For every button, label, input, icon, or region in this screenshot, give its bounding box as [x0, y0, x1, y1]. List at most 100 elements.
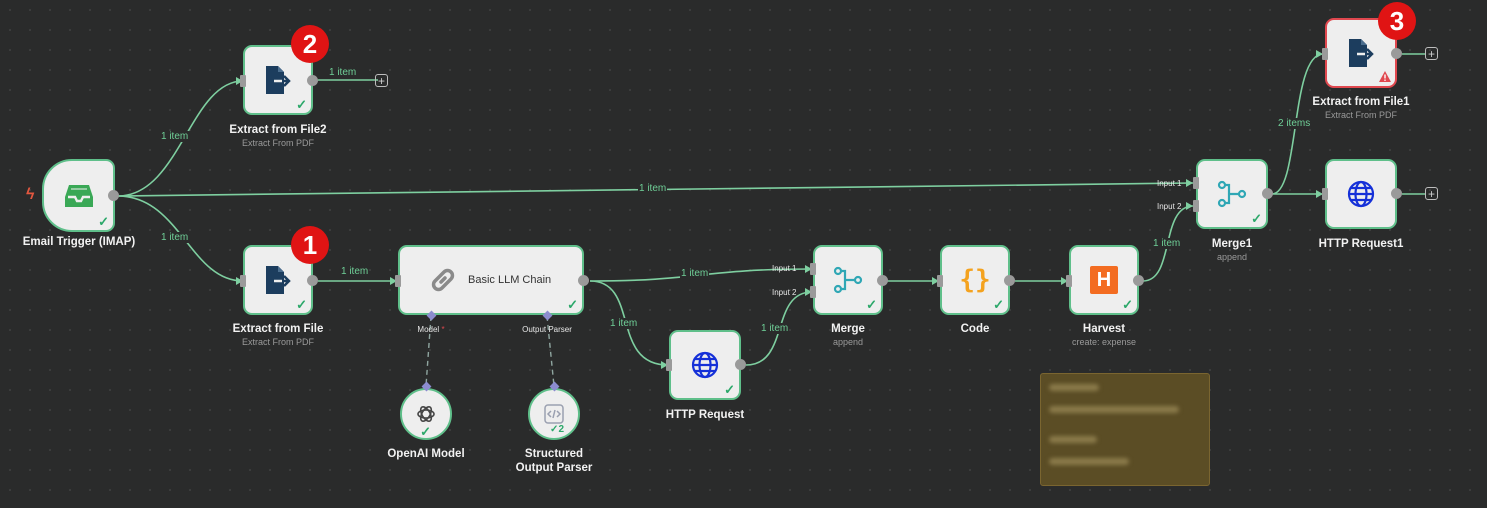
output-port[interactable] — [307, 275, 318, 286]
node-label-code: Code — [960, 323, 990, 335]
node-label-http-request1: HTTP Request1 — [1318, 238, 1404, 250]
input-port[interactable] — [1322, 48, 1328, 60]
success-check-icon: ✓ — [420, 424, 431, 439]
output-port[interactable] — [578, 275, 589, 286]
edge-label-llm-merge: 1 item — [680, 268, 710, 279]
annotation-badge-3: 3 — [1378, 2, 1416, 40]
input-port-2[interactable] — [1193, 200, 1199, 212]
output-port[interactable] — [1262, 188, 1273, 199]
braces-icon: {} — [959, 265, 991, 295]
harvest-icon: H — [1090, 266, 1118, 294]
node-label-email-trigger: Email Trigger (IMAP) — [22, 236, 136, 248]
edge-label-trigger-file2: 1 item — [160, 131, 190, 142]
merge-input2-label: Input 2 — [772, 288, 797, 297]
edge-label-llm-http: 1 item — [609, 318, 639, 329]
node-label-parser-line2: Output Parser — [515, 462, 593, 474]
node-label-http-request: HTTP Request — [665, 409, 745, 421]
output-port[interactable] — [1391, 188, 1402, 199]
success-check-icon: ✓ — [567, 297, 578, 312]
openai-icon — [417, 405, 435, 423]
success-check-icon: ✓ — [866, 297, 877, 312]
output-port[interactable] — [307, 75, 318, 86]
output-port[interactable] — [735, 359, 746, 370]
merge-input1-label: Input 1 — [772, 264, 797, 273]
file-export-icon — [266, 266, 291, 294]
edge-label-file-llm: 1 item — [340, 266, 370, 277]
input-port[interactable] — [666, 359, 672, 371]
sticky-note[interactable] — [1040, 373, 1210, 486]
output-port[interactable] — [1133, 275, 1144, 286]
node-label-merge1: Merge1 — [1211, 238, 1253, 250]
node-openai-model[interactable]: ✓ — [400, 388, 452, 440]
warning-icon — [1379, 71, 1391, 82]
globe-icon — [1347, 180, 1375, 208]
node-merge1[interactable]: ✓ — [1196, 159, 1268, 229]
merge1-input2-label: Input 2 — [1157, 202, 1182, 211]
annotation-badge-1: 1 — [291, 226, 329, 264]
input-port[interactable] — [1066, 275, 1072, 287]
node-label-openai-model: OpenAI Model — [387, 448, 465, 460]
file-export-icon — [1349, 39, 1374, 67]
input-port-2[interactable] — [810, 286, 816, 298]
edge-label-harvest-merge1: 1 item — [1152, 238, 1182, 249]
node-email-trigger[interactable]: ✓ — [42, 159, 115, 232]
success-check-icon: ✓ — [1122, 297, 1133, 312]
node-subtitle-merge1: append — [1216, 252, 1248, 262]
node-label-merge: Merge — [831, 323, 865, 335]
node-label-harvest: Harvest — [1082, 323, 1126, 335]
node-http-request1[interactable] — [1325, 159, 1397, 229]
input-port[interactable] — [1322, 188, 1328, 200]
node-subtitle-merge: append — [832, 337, 864, 347]
node-code[interactable]: {} ✓ — [940, 245, 1010, 315]
add-node-button[interactable]: + — [375, 74, 388, 87]
edge-label-trigger-merge1: 1 item — [638, 183, 668, 194]
input-port-1[interactable] — [1193, 177, 1199, 189]
edge-label-merge1-file1: 2 items — [1277, 118, 1312, 129]
success-check-icon: ✓ — [98, 214, 109, 229]
globe-icon — [691, 351, 719, 379]
node-merge[interactable]: ✓ — [813, 245, 883, 315]
input-port[interactable] — [937, 275, 943, 287]
success-check-icon: ✓ — [724, 382, 735, 397]
node-http-request[interactable]: ✓ — [669, 330, 741, 400]
node-basic-llm-chain[interactable]: Basic LLM Chain ✓ — [398, 245, 584, 315]
edge-label-http-merge: 1 item — [760, 323, 790, 334]
merge-icon — [833, 266, 863, 294]
node-title-llm-chain: Basic LLM Chain — [468, 274, 552, 286]
output-port[interactable] — [108, 190, 119, 201]
parser-port-label: Output Parser — [522, 325, 572, 334]
merge-icon — [1217, 180, 1247, 208]
input-port[interactable] — [395, 275, 401, 287]
model-port-label: Model * — [417, 325, 445, 334]
file-export-icon — [266, 66, 291, 94]
node-subtitle-extract-file2: Extract From PDF — [241, 138, 315, 148]
success-check-icon: ✓ — [993, 297, 1004, 312]
node-subtitle-extract-file: Extract From PDF — [241, 337, 315, 347]
inbox-icon — [64, 184, 93, 207]
node-label-extract-file1: Extract from File1 — [1312, 96, 1410, 108]
add-node-button[interactable]: + — [1425, 47, 1438, 60]
node-label-extract-file2: Extract from File2 — [229, 124, 327, 136]
link-icon — [431, 268, 455, 292]
output-port[interactable] — [877, 275, 888, 286]
node-subtitle-extract-file1: Extract From PDF — [1324, 110, 1398, 120]
edge-label-file2-out: 1 item — [328, 67, 358, 78]
code-icon — [544, 404, 564, 424]
annotation-badge-2: 2 — [291, 25, 329, 63]
node-subtitle-harvest: create: expense — [1071, 337, 1137, 347]
node-label-extract-file: Extract from File — [232, 323, 324, 335]
add-node-button[interactable]: + — [1425, 187, 1438, 200]
success-check-icon: ✓ — [296, 297, 307, 312]
node-harvest[interactable]: H ✓ — [1069, 245, 1139, 315]
trigger-bolt-icon: ϟ — [26, 186, 35, 203]
success-check-icon: ✓ — [296, 97, 307, 112]
output-port[interactable] — [1391, 48, 1402, 59]
input-port[interactable] — [240, 75, 246, 87]
merge1-input1-label: Input 1 — [1157, 179, 1182, 188]
output-port[interactable] — [1004, 275, 1015, 286]
input-port[interactable] — [240, 275, 246, 287]
input-port-1[interactable] — [810, 263, 816, 275]
edge-label-trigger-file: 1 item — [160, 232, 190, 243]
node-structured-output-parser[interactable]: ✓2 — [528, 388, 580, 440]
